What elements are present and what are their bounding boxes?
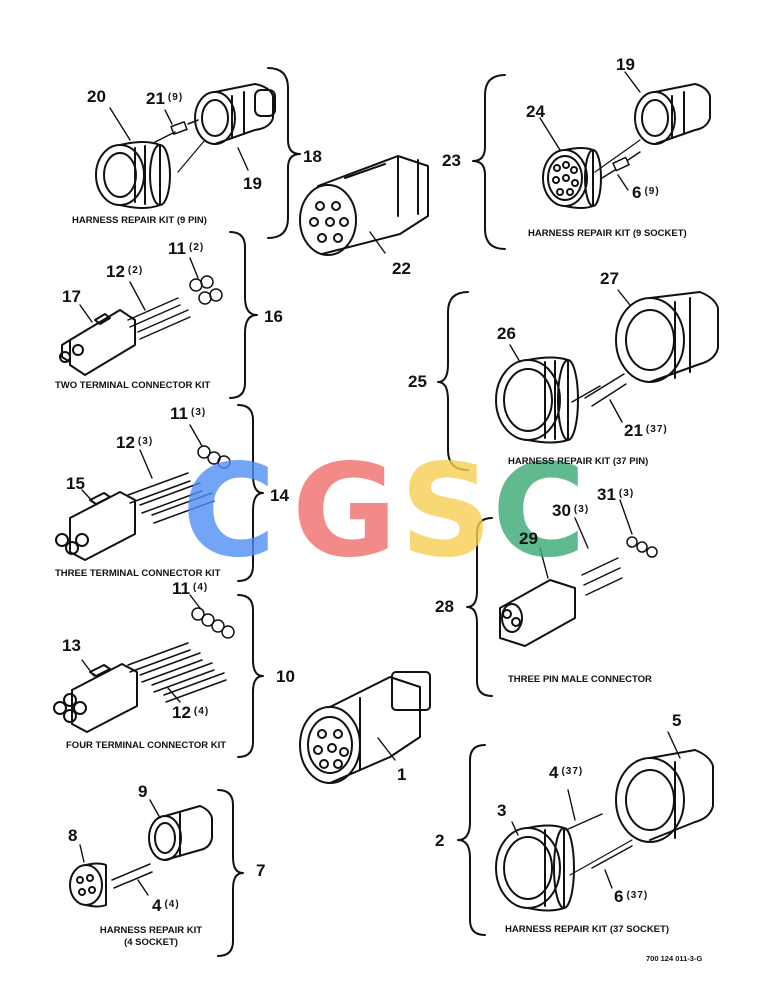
brace-23 <box>472 74 506 250</box>
brace-14 <box>237 404 264 582</box>
item-19-plug-a <box>194 83 276 145</box>
item-21-pin <box>154 119 199 143</box>
callout-12: 12(3) <box>116 433 154 452</box>
callout-1: 1 <box>397 765 407 784</box>
item-11-seals-c <box>191 607 235 639</box>
item-30-pins <box>581 557 623 596</box>
item-12-terminals-a <box>127 297 191 340</box>
kit-label-three-pin-male: THREE PIN MALE CONNECTOR <box>508 674 652 685</box>
callout-5: 5 <box>672 711 682 730</box>
callout-21: 21(9) <box>146 89 184 108</box>
item-9-shell <box>148 805 213 861</box>
callout-13: 13 <box>62 636 81 655</box>
callout-11: 11(2) <box>168 239 205 258</box>
callout-23: 23 <box>442 151 461 170</box>
item-26-receptacle <box>495 356 579 444</box>
kit-label-37-pin: HARNESS REPAIR KIT (37 PIN) <box>508 456 649 467</box>
leader-lines <box>79 71 681 896</box>
callout-31: 31(3) <box>597 485 635 504</box>
brace-2 <box>457 744 486 936</box>
kit-label-4-socket-line1: HARNESS REPAIR KIT <box>99 925 203 936</box>
item-22-connector <box>299 155 429 256</box>
item-11-seals-a <box>189 275 223 305</box>
kit-label-9-socket: HARNESS REPAIR KIT (9 SOCKET) <box>528 228 687 239</box>
item-29-connector <box>499 579 576 647</box>
item-13-connector <box>53 663 138 733</box>
callout-21: 21(37) <box>624 421 668 440</box>
watermark-letter-c: C <box>182 437 276 586</box>
kit-label-4-socket-line2: (4 SOCKET) <box>124 936 178 948</box>
callout-11: 11(3) <box>170 404 207 423</box>
callout-29: 29 <box>519 529 538 548</box>
item-5-plug <box>615 749 714 843</box>
brace-28 <box>466 517 493 697</box>
callout-3: 3 <box>497 801 507 820</box>
item-21-pins-b <box>571 373 627 407</box>
item-27-plug <box>615 291 719 383</box>
callout-14: 14 <box>270 486 289 505</box>
item-11-seals-b <box>197 445 231 469</box>
kit-label-four-terminal: FOUR TERMINAL CONNECTOR KIT <box>66 740 227 751</box>
callout-28: 28 <box>435 597 454 616</box>
item-12-terminals-b <box>127 472 215 524</box>
callout-6: 6(37) <box>614 887 649 906</box>
callout-17: 17 <box>62 287 81 306</box>
kit-label-9-pin: HARNESS REPAIR KIT (9 PIN) <box>72 215 207 226</box>
callout-7: 7 <box>256 861 266 880</box>
callout-25: 25 <box>408 372 427 391</box>
item-4-sockets-a <box>111 863 153 889</box>
callout-12: 12(4) <box>172 703 210 722</box>
callout-19: 19 <box>243 174 262 193</box>
watermark-letter-s: S <box>400 437 493 586</box>
brace-10 <box>237 594 264 758</box>
item-12-terminals-c <box>127 642 227 703</box>
watermark-letter-c: C <box>492 437 586 586</box>
kit-label-4-socket: HARNESS REPAIR KIT (4 SOCKET) <box>95 925 207 949</box>
brace-25 <box>437 291 469 471</box>
callout-22: 22 <box>392 259 411 278</box>
callout-11: 11(4) <box>172 579 209 598</box>
item-4-sockets-b <box>565 813 603 831</box>
callout-10: 10 <box>276 667 295 686</box>
brace-16 <box>229 231 258 399</box>
item-24-receptacle <box>542 147 602 209</box>
item-6-sockets-b <box>591 845 633 869</box>
callout-19: 19 <box>616 55 635 74</box>
callout-20: 20 <box>87 87 106 106</box>
item-15-connector <box>55 491 136 561</box>
item-8-insert <box>69 862 107 908</box>
callout-4: 4(37) <box>549 763 584 782</box>
brace-18 <box>267 67 301 239</box>
callout-26: 26 <box>497 324 516 343</box>
figure-id: 700 124 011-3-G <box>646 954 703 963</box>
callout-12: 12(2) <box>106 262 144 281</box>
kit-label-37-socket: HARNESS REPAIR KIT (37 SOCKET) <box>505 924 669 935</box>
callout-16: 16 <box>264 307 283 326</box>
item-3-receptacle <box>495 824 575 912</box>
callout-15: 15 <box>66 474 85 493</box>
callout-30: 30(3) <box>552 501 590 520</box>
callout-24: 24 <box>526 102 545 121</box>
callout-9: 9 <box>138 782 148 801</box>
callout-8: 8 <box>68 826 78 845</box>
watermark-letter-g: G <box>292 437 398 586</box>
item-17-connector <box>59 309 136 376</box>
item-20-receptacle <box>95 141 171 209</box>
callout-18: 18 <box>303 147 322 166</box>
kit-label-three-terminal: THREE TERMINAL CONNECTOR KIT <box>55 568 221 579</box>
item-19-plug-b <box>634 83 711 145</box>
callout-6: 6(9) <box>632 183 660 202</box>
brace-7 <box>217 789 244 957</box>
callout-2: 2 <box>435 831 445 850</box>
callout-27: 27 <box>600 269 619 288</box>
item-6-socket-a <box>601 151 641 179</box>
item-1-connector <box>299 671 431 784</box>
item-31-seals <box>626 536 658 558</box>
callout-4: 4(4) <box>152 896 180 915</box>
kit-label-two-terminal: TWO TERMINAL CONNECTOR KIT <box>55 380 211 391</box>
